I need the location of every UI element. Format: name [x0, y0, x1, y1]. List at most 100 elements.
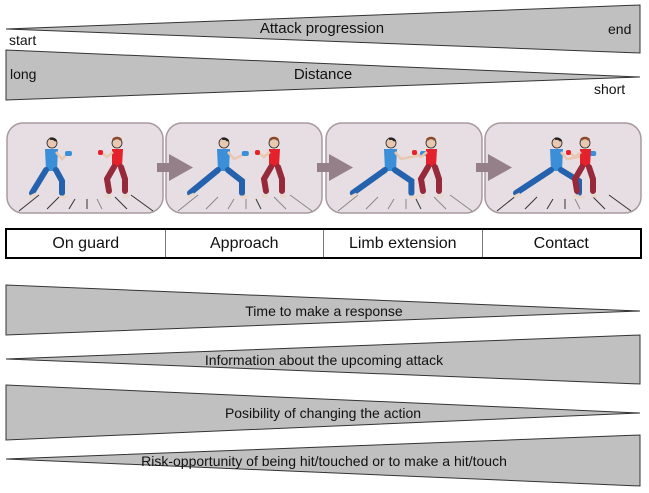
attacker-fencer — [349, 137, 427, 199]
attack-start-label: start — [9, 32, 37, 48]
defender-glove — [98, 150, 103, 155]
attacker-legs — [187, 167, 245, 196]
attacker-shirt — [384, 149, 397, 171]
change-action-title: Posibility of changing the action — [224, 405, 422, 421]
distance-wedge — [5, 49, 641, 101]
floor-line — [18, 194, 40, 212]
defender-hair — [580, 136, 590, 141]
attacker-arm — [394, 151, 422, 161]
attacker-feet — [187, 192, 248, 199]
floor-line — [449, 194, 473, 212]
defender-shirt — [580, 149, 591, 167]
attack-progression-wedge — [5, 4, 641, 54]
floor-line — [337, 194, 359, 212]
defender-shirt — [269, 149, 280, 167]
distance-short-label: short — [594, 81, 626, 97]
phase-panel-1 — [6, 122, 164, 214]
floor-line — [227, 198, 235, 210]
arrow-shaft — [476, 163, 490, 172]
floor-line — [608, 194, 632, 212]
attack-progression-title: Attack progression — [259, 20, 385, 37]
defender-glove — [255, 150, 260, 155]
arrow-head-icon — [488, 154, 512, 181]
defender-arm — [569, 151, 582, 159]
defender-fencer — [255, 136, 286, 198]
defender-fencer — [566, 136, 597, 198]
defender-hair — [426, 136, 436, 141]
phase-approach: Approach — [164, 230, 324, 257]
attacker-hair — [554, 137, 563, 142]
floor-line — [130, 194, 154, 212]
phase-table: On guard Approach Limb extension Contact — [5, 228, 642, 259]
arrow-head-icon — [169, 154, 193, 181]
defender-legs — [571, 164, 596, 194]
risk-opportunity-title: Risk-opportunity of being hit/touched or… — [141, 453, 507, 469]
floor-line — [415, 198, 422, 210]
floor-line — [592, 196, 606, 210]
defender-fencer — [98, 136, 129, 198]
risk-opportunity-wedge — [5, 434, 641, 487]
phase-contact: Contact — [481, 230, 641, 257]
attacker-glove — [589, 151, 597, 156]
information-wedge — [5, 334, 641, 385]
phase-limb-extension: Limb extension — [323, 230, 482, 257]
attacker-glove — [65, 151, 72, 156]
attacker-shirt — [550, 149, 563, 171]
attacker-arm — [227, 151, 244, 161]
floor-line — [524, 196, 538, 210]
floor-line — [289, 194, 313, 212]
phase-arrow-3 — [476, 154, 512, 181]
attack-end-label: end — [608, 21, 632, 37]
time-to-respond-title: Time to make a response — [245, 303, 403, 319]
floor-line — [96, 198, 103, 210]
defender-hair — [269, 136, 279, 141]
defender-legs — [260, 164, 285, 194]
distance-long-label: long — [10, 66, 37, 82]
defender-fencer — [412, 136, 443, 198]
floor-line — [114, 196, 128, 210]
defender-hair — [112, 136, 122, 141]
floor-line — [205, 196, 219, 210]
attacker-shirt — [45, 149, 58, 171]
information-title: Information about the upcoming attack — [204, 352, 444, 368]
phase-arrow-2 — [317, 154, 353, 181]
floor-line — [387, 198, 395, 210]
attacker-legs — [29, 167, 65, 196]
defender-glove — [566, 150, 571, 155]
floor-line — [46, 196, 60, 210]
defender-arm — [415, 151, 428, 159]
floor-line — [177, 194, 199, 212]
floor-line — [433, 196, 447, 210]
time-to-respond-wedge — [5, 284, 641, 336]
arrow-shaft — [157, 163, 171, 172]
attacker-feet — [350, 192, 418, 199]
floor-line — [546, 198, 554, 210]
defender-legs — [103, 164, 128, 194]
attacker-legs — [349, 167, 415, 196]
change-action-wedge — [5, 384, 641, 441]
floor-line — [255, 198, 262, 210]
attacker-glove — [241, 151, 249, 156]
attacker-fencer — [187, 137, 249, 199]
defender-shirt — [112, 149, 123, 167]
defender-glove — [412, 150, 417, 155]
attacker-arm — [55, 151, 67, 161]
defender-shirt — [426, 149, 437, 167]
floor-line — [68, 198, 76, 210]
panel-frame — [6, 122, 164, 214]
floor-line — [574, 198, 581, 210]
phase-on-guard: On guard — [52, 234, 120, 252]
attacker-shirt — [217, 149, 230, 171]
defender-arm — [101, 151, 114, 159]
floor-line — [496, 194, 518, 212]
arrow-shaft — [317, 163, 331, 172]
phase-panel-4 — [484, 122, 642, 214]
floor-line — [273, 196, 287, 210]
defender-legs — [417, 164, 442, 194]
attacker-feet — [29, 192, 68, 199]
arrow-head-icon — [329, 154, 353, 181]
phase-arrow-1 — [157, 154, 193, 181]
attacker-fencer — [29, 137, 72, 199]
attacker-hair — [388, 137, 397, 142]
